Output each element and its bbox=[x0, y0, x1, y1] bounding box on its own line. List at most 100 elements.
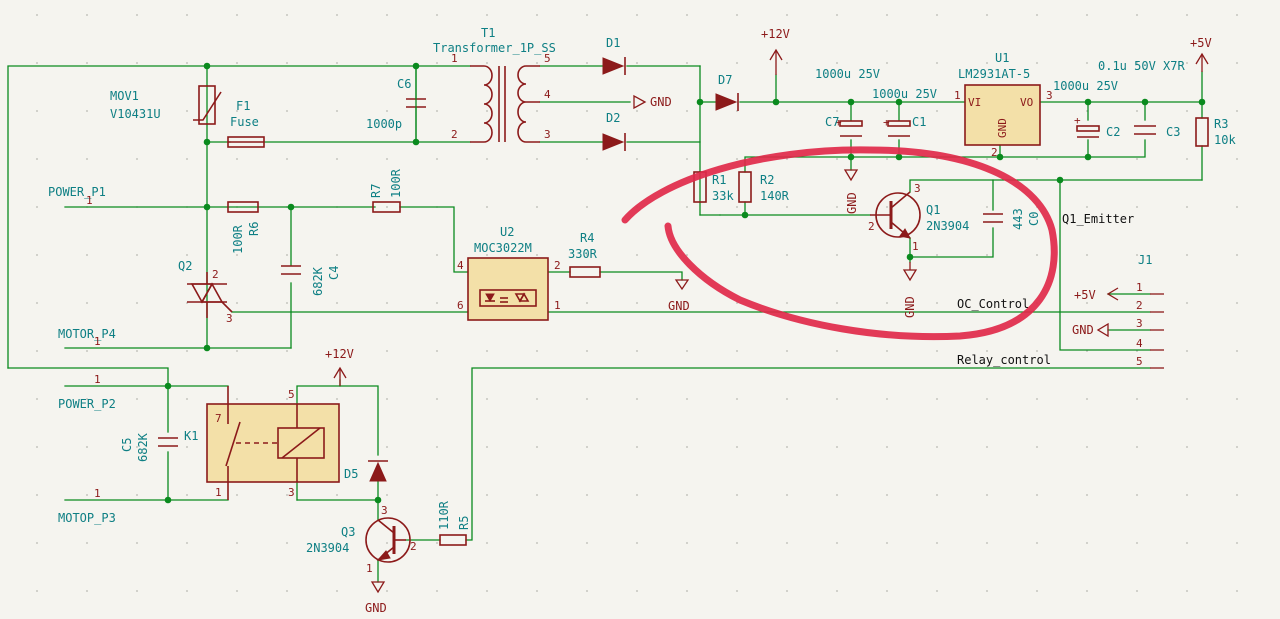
c1-capacitor[interactable]: + bbox=[883, 116, 911, 137]
grid-dot bbox=[286, 254, 288, 256]
c4-capacitor[interactable] bbox=[281, 265, 301, 275]
q1-pin-2: 2 bbox=[868, 220, 875, 233]
c6-capacitor[interactable] bbox=[406, 65, 426, 143]
d5-diode[interactable] bbox=[368, 460, 388, 482]
c0-capacitor[interactable] bbox=[983, 213, 1003, 223]
grid-dot bbox=[1236, 398, 1238, 400]
r6-resistor[interactable] bbox=[227, 201, 259, 213]
c5-capacitor[interactable] bbox=[158, 437, 178, 447]
r3-value: 10k bbox=[1214, 133, 1236, 147]
grid-dot bbox=[436, 62, 438, 64]
c7-capacitor[interactable]: + bbox=[835, 116, 863, 137]
grid-dot bbox=[336, 254, 338, 256]
t1-ref: T1 bbox=[481, 26, 495, 40]
grid-dot bbox=[236, 254, 238, 256]
grid-dot bbox=[286, 62, 288, 64]
q1-transistor[interactable] bbox=[870, 191, 921, 239]
u2-optocoupler[interactable] bbox=[467, 257, 549, 321]
q2-triac[interactable] bbox=[187, 272, 233, 318]
grid-dot bbox=[1186, 494, 1188, 496]
grid-dot bbox=[136, 62, 138, 64]
grid-dot bbox=[1086, 398, 1088, 400]
grid-dot bbox=[1086, 14, 1088, 16]
grid-dot bbox=[1136, 446, 1138, 448]
r5-resistor[interactable] bbox=[439, 534, 467, 546]
grid-dot bbox=[186, 14, 188, 16]
grid-dot bbox=[336, 350, 338, 352]
c7-ref: C7 bbox=[825, 115, 839, 129]
c0-ref: C0 bbox=[1027, 212, 1041, 226]
grid-dot bbox=[286, 302, 288, 304]
grid-dot bbox=[1236, 350, 1238, 352]
svg-text:+: + bbox=[1074, 114, 1081, 127]
c6-ref: C6 bbox=[397, 77, 411, 91]
grid-dot bbox=[636, 158, 638, 160]
grid-dot bbox=[136, 542, 138, 544]
plus12v-bottom-symbol bbox=[333, 366, 347, 386]
r6-value: 100R bbox=[231, 224, 245, 254]
grid-dot bbox=[586, 590, 588, 592]
q1-value: 2N3904 bbox=[926, 219, 969, 233]
grid-dot bbox=[1236, 158, 1238, 160]
relay-control-label: Relay_control bbox=[957, 353, 1051, 367]
d7-ref: D7 bbox=[718, 73, 732, 87]
grid-dot bbox=[186, 494, 188, 496]
grid-dot bbox=[836, 542, 838, 544]
grid-dot bbox=[686, 14, 688, 16]
power-p1-pin: 1 bbox=[86, 194, 93, 207]
grid-dot bbox=[836, 158, 838, 160]
d2-diode[interactable] bbox=[602, 133, 626, 151]
grid-dot bbox=[686, 158, 688, 160]
u2-value: MOC3022M bbox=[474, 241, 532, 255]
q3-transistor[interactable] bbox=[365, 517, 411, 563]
t1-transformer[interactable] bbox=[470, 65, 540, 143]
power-p2-label: POWER_P2 bbox=[58, 397, 116, 411]
t1-value: Transformer_1P_SS bbox=[433, 41, 556, 55]
grid-dot bbox=[1236, 14, 1238, 16]
grid-dot bbox=[386, 590, 388, 592]
grid-dot bbox=[36, 350, 38, 352]
mov1-varistor[interactable] bbox=[193, 85, 222, 125]
grid-dot bbox=[736, 158, 738, 160]
grid-dot bbox=[936, 110, 938, 112]
d7-diode[interactable] bbox=[715, 93, 739, 111]
grid-dot bbox=[536, 158, 538, 160]
grid-dot bbox=[386, 14, 388, 16]
d1-diode[interactable] bbox=[602, 57, 626, 75]
r4-resistor[interactable] bbox=[569, 266, 601, 278]
grid-dot bbox=[636, 14, 638, 16]
u2-ref: U2 bbox=[500, 225, 514, 239]
r3-resistor[interactable] bbox=[1195, 117, 1209, 147]
q2-pin-2: 2 bbox=[212, 268, 219, 281]
r2-resistor[interactable] bbox=[738, 171, 752, 203]
t1-pin-4: 4 bbox=[544, 88, 551, 101]
grid-dot bbox=[636, 494, 638, 496]
grid-dot bbox=[386, 110, 388, 112]
oc-control-label: OC_Control bbox=[957, 297, 1029, 311]
j1-connector[interactable] bbox=[1150, 293, 1164, 369]
c3-capacitor[interactable] bbox=[1134, 125, 1156, 135]
grid-dot bbox=[636, 110, 638, 112]
grid-dot bbox=[536, 110, 538, 112]
grid-dot bbox=[286, 110, 288, 112]
c2-capacitor[interactable]: + bbox=[1074, 114, 1100, 138]
k1-relay[interactable] bbox=[206, 386, 340, 500]
grid-dot bbox=[936, 206, 938, 208]
grid-dot bbox=[136, 590, 138, 592]
r7-resistor[interactable] bbox=[372, 201, 401, 213]
grid-dot bbox=[1036, 398, 1038, 400]
grid-dot bbox=[486, 350, 488, 352]
grid-dot bbox=[486, 62, 488, 64]
q1-pin-3: 3 bbox=[914, 182, 921, 195]
grid-dot bbox=[586, 110, 588, 112]
grid-dot bbox=[636, 398, 638, 400]
t1-pin-5: 5 bbox=[544, 52, 551, 65]
c1-ref: C1 bbox=[912, 115, 926, 129]
t1-pin-3: 3 bbox=[544, 128, 551, 141]
u1-regulator[interactable] bbox=[964, 84, 1041, 146]
f1-fuse[interactable] bbox=[227, 136, 265, 148]
grid-dot bbox=[386, 254, 388, 256]
grid-dot bbox=[986, 590, 988, 592]
junctions bbox=[164, 62, 1206, 504]
